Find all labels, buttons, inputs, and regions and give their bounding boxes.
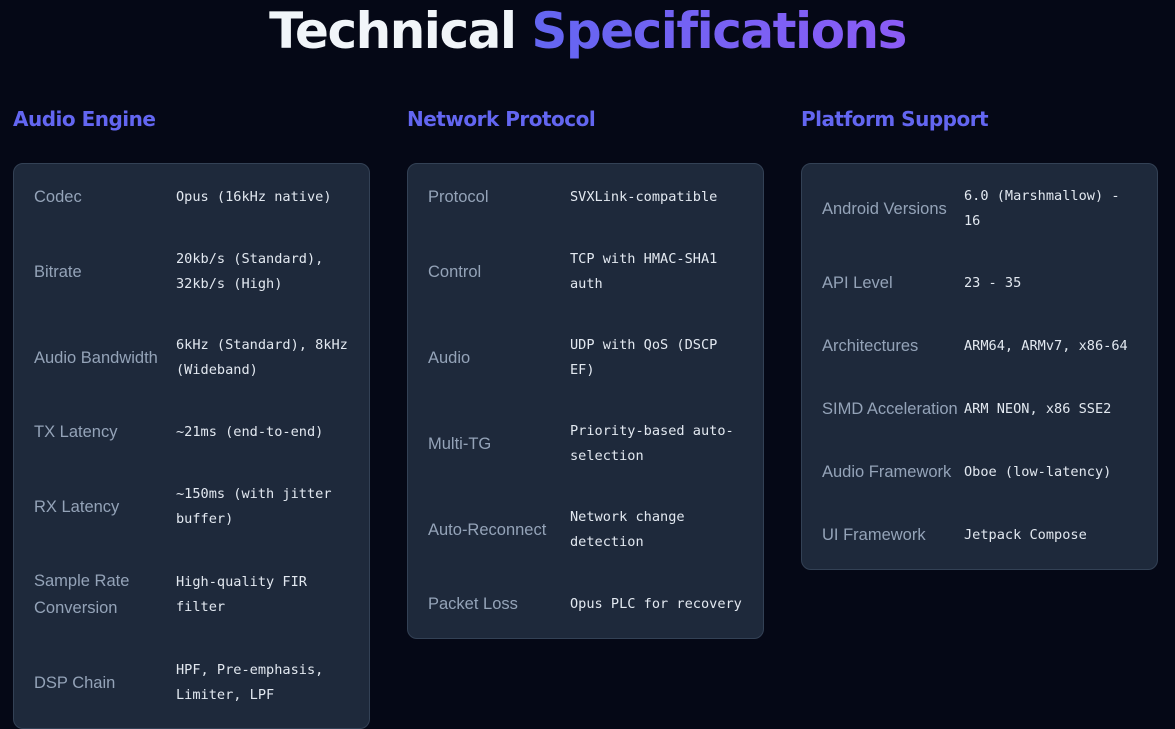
spec-row: Multi-TG Priority-based auto-selection: [428, 401, 743, 487]
spec-row: Control TCP with HMAC-SHA1 auth: [428, 229, 743, 315]
spec-value: ARM NEON, x86 SSE2: [964, 401, 1112, 417]
title-part2: Specifications: [531, 2, 907, 60]
spec-label: Architectures: [822, 337, 919, 355]
spec-label: Packet Loss: [428, 595, 518, 613]
spec-value: ARM64, ARMv7, x86-64: [964, 338, 1128, 354]
spec-value: Opus (16kHz native): [176, 189, 332, 205]
spec-row: Protocol SVXLink-compatible: [428, 166, 743, 229]
spec-value: Network change detection: [570, 509, 685, 550]
spec-value: 20kb/s (Standard), 32kb/s (High): [176, 251, 324, 292]
spec-card: Codec Opus (16kHz native) Bitrate 20kb/s (S…: [13, 163, 370, 729]
spec-row: DSP Chain HPF, Pre-emphasis, Limiter, LPF: [34, 640, 349, 726]
spec-row: Architectures ARM64, ARMv7, x86-64: [822, 315, 1137, 378]
spec-value: Priority-based auto-selection: [570, 423, 734, 464]
spec-row: TX Latency ~21ms (end-to-end): [34, 401, 349, 464]
spec-value: Opus PLC for recovery: [570, 596, 742, 612]
spec-row: Auto-Reconnect Network change detection: [428, 487, 743, 573]
spec-label: Auto-Reconnect: [428, 520, 547, 539]
spec-label: Control: [428, 262, 482, 281]
spec-value: UDP with QoS (DSCP EF): [570, 337, 718, 378]
spec-row: Audio UDP with QoS (DSCP EF): [428, 315, 743, 401]
spec-row: UI Framework Jetpack Compose: [822, 504, 1137, 567]
spec-label: API Level: [822, 274, 893, 292]
section-heading: Network Protocol: [407, 107, 596, 131]
spec-row: RX Latency ~150ms (with jitter buffer): [34, 464, 349, 550]
page-title: Technical Specifications: [0, 2, 1175, 60]
spec-row: API Level 23 - 35: [822, 252, 1137, 315]
spec-value: ~21ms (end-to-end): [176, 424, 324, 440]
spec-row: Bitrate 20kb/s (Standard), 32kb/s (High): [34, 229, 349, 315]
spec-label: RX Latency: [34, 497, 120, 516]
title-part1: Technical: [269, 2, 517, 60]
spec-value: Jetpack Compose: [964, 527, 1087, 543]
spec-row: Codec Opus (16kHz native): [34, 166, 349, 229]
spec-label: Android Versions: [822, 199, 947, 218]
section-heading: Audio Engine: [13, 107, 156, 131]
spec-value: 6.0 (Marshmallow) - 16: [964, 188, 1120, 229]
spec-card: Android Versions 6.0 (Marshmallow) - 16 AP…: [801, 163, 1158, 570]
spec-value: 23 - 35: [964, 275, 1022, 291]
spec-value: ~150ms (with jitter buffer): [176, 486, 332, 527]
spec-row: Sample Rate Conversion High-quality FIR f…: [34, 550, 349, 640]
spec-value: TCP with HMAC-SHA1 auth: [570, 251, 718, 292]
spec-label: Audio: [428, 348, 471, 367]
spec-row: Packet Loss Opus PLC for recovery: [428, 573, 743, 636]
spec-label: DSP Chain: [34, 673, 116, 692]
spec-label: Bitrate: [34, 262, 82, 281]
spec-value: 6kHz (Standard), 8kHz (Wideband): [176, 337, 348, 378]
spec-label: Codec: [34, 188, 82, 206]
spec-value: SVXLink-compatible: [570, 189, 718, 205]
spec-value: Oboe (low-latency): [964, 464, 1112, 480]
spec-label: Sample Rate Conversion: [34, 572, 130, 617]
spec-label: TX Latency: [34, 423, 118, 441]
spec-row: Audio Bandwidth 6kHz (Standard), 8kHz (Wi…: [34, 315, 349, 401]
spec-label: Audio Framework: [822, 463, 952, 481]
spec-row: Audio Framework Oboe (low-latency): [822, 441, 1137, 504]
spec-label: Protocol: [428, 188, 489, 206]
spec-row: SIMD Acceleration ARM NEON, x86 SSE2: [822, 378, 1137, 441]
spec-value: High-quality FIR filter: [176, 574, 307, 615]
spec-row: Android Versions 6.0 (Marshmallow) - 16: [822, 166, 1137, 252]
spec-value: HPF, Pre-emphasis, Limiter, LPF: [176, 662, 324, 703]
spec-label: Multi-TG: [428, 434, 492, 453]
section-heading: Platform Support: [801, 107, 989, 131]
spec-label: Audio Bandwidth: [34, 348, 158, 367]
spec-label: SIMD Acceleration: [822, 400, 958, 418]
spec-label: UI Framework: [822, 526, 926, 544]
